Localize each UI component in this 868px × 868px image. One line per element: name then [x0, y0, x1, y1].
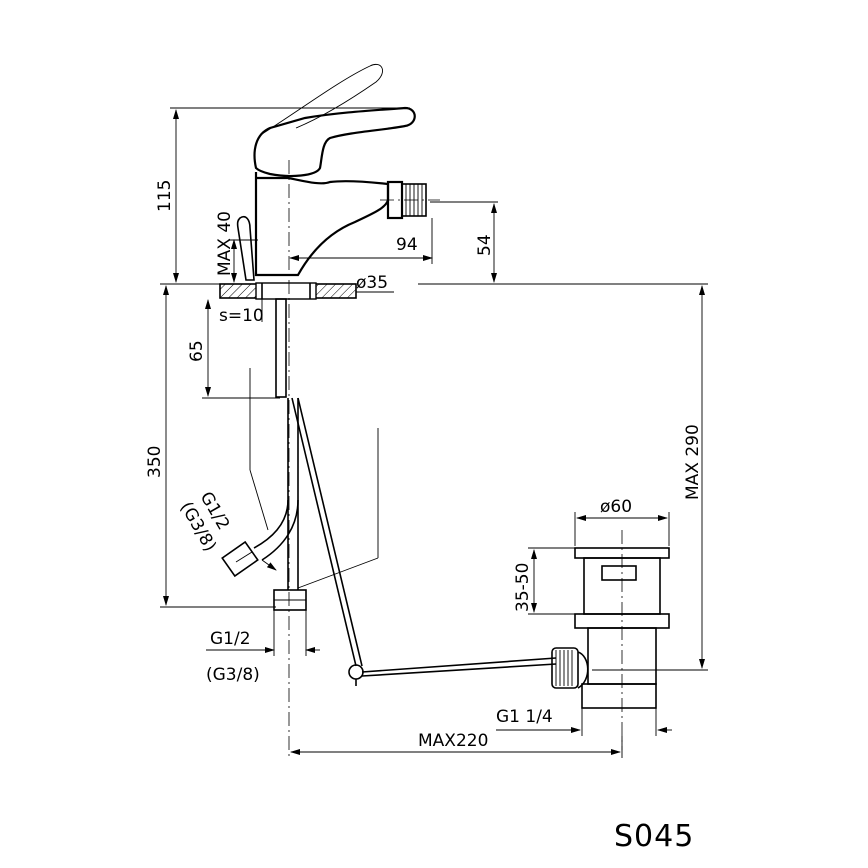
dim-max-220: MAX220	[418, 731, 488, 751]
dim-g12-bottom: G1/2	[210, 629, 251, 649]
dim-dia-60: ø60	[600, 497, 632, 517]
dim-65: 65	[187, 340, 207, 362]
model-code: S045	[614, 819, 694, 854]
dim-max-40: MAX 40	[215, 211, 235, 276]
basin-deck	[219, 282, 357, 300]
dim-dia-35: ø35	[356, 273, 388, 293]
dim-115: 115	[155, 180, 175, 212]
dim-35-50: 35-50	[513, 563, 533, 612]
dim-g38-bottom: (G3/8)	[206, 665, 260, 685]
dim-94: 94	[396, 235, 418, 255]
under-deck-parts	[221, 298, 589, 689]
dim-54: 54	[475, 234, 495, 256]
dim-max-290: MAX 290	[683, 424, 703, 500]
dim-350: 350	[145, 446, 165, 478]
dim-s-10: s=10	[219, 306, 264, 326]
dim-g1-14: G1 1/4	[496, 707, 553, 727]
